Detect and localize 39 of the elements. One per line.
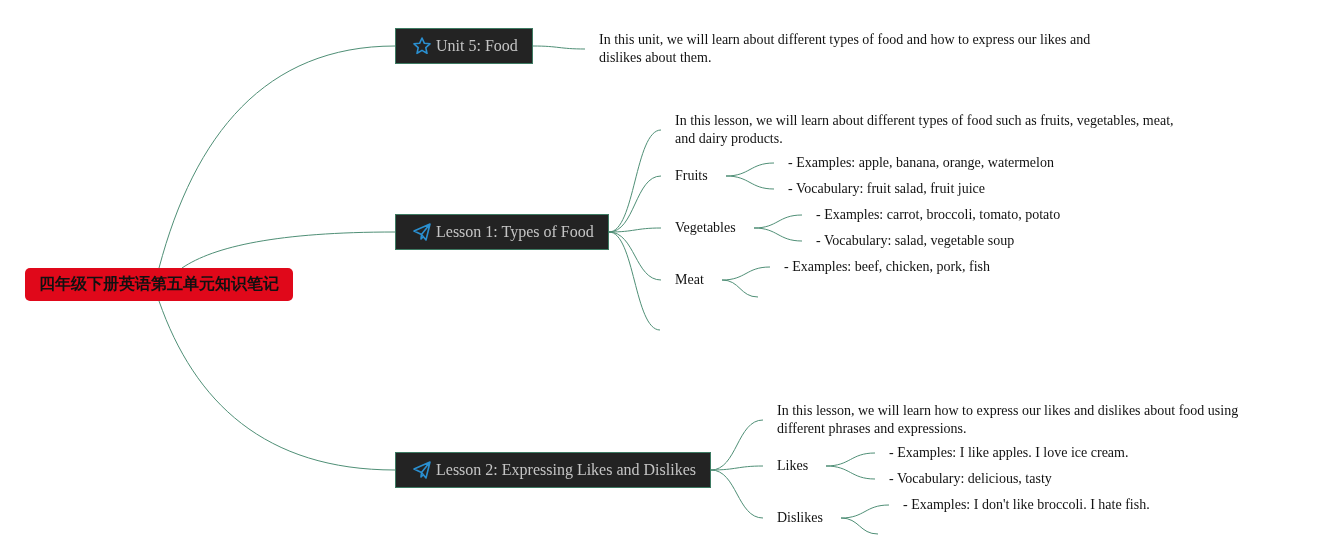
topic-label: Unit 5: Food — [436, 37, 518, 55]
branch-line — [840, 504, 890, 519]
branch-line — [725, 175, 775, 190]
branch-text: In this lesson, we will learn about different types of food such as fruits, vegetables, meat, and dairy products. — [675, 112, 1185, 148]
branch-text: - Examples: beef, chicken, pork, fish — [784, 258, 991, 276]
branch-text: In this lesson, we will learn how to express our likes and dislikes about food using different phrases and expressions. — [777, 402, 1247, 438]
branch-text: Vegetables — [675, 219, 736, 237]
branch-line — [158, 300, 396, 471]
root-topic: 四年级下册英语第五单元知识笔记 — [25, 268, 293, 301]
branch-text: Dislikes — [777, 509, 823, 527]
branch-line — [825, 452, 876, 467]
branch-text: Likes — [777, 457, 809, 475]
branch-line — [725, 162, 775, 177]
branch-text: - Vocabulary: salad, vegetable soup — [816, 232, 1015, 250]
topic-label: Lesson 1: Types of Food — [436, 223, 594, 241]
topic-box — [395, 214, 609, 250]
branch-line — [840, 517, 879, 535]
branch-line — [825, 465, 876, 480]
topic-box — [395, 28, 533, 64]
branch-text: Fruits — [675, 167, 708, 185]
branch-line — [532, 45, 586, 50]
branch-text: - Vocabulary: fruit salad, fruit juice — [788, 180, 985, 198]
branch-line — [710, 469, 764, 519]
topic-box — [395, 452, 711, 488]
topic-label: Lesson 2: Expressing Likes and Dislikes — [436, 461, 696, 479]
branch-line — [721, 266, 771, 281]
branch-line — [710, 465, 764, 471]
branch-text: - Examples: carrot, broccoli, tomato, potato — [816, 206, 1061, 224]
branch-text: Meat — [675, 271, 704, 289]
branch-line — [181, 231, 396, 269]
branch-text: - Examples: I don't like broccoli. I hate fish. — [903, 496, 1150, 514]
branch-text: - Vocabulary: delicious, tasty — [889, 470, 1052, 488]
branch-text: - Examples: apple, banana, orange, watermelon — [788, 154, 1054, 172]
branch-text: In this unit, we will learn about different types of food and how to express our likes and dislikes about them. — [599, 31, 1099, 67]
branch-line — [608, 231, 661, 331]
branch-text: - Examples: I like apples. I love ice cream. — [889, 444, 1129, 462]
branch-line — [721, 279, 759, 298]
branch-line — [158, 45, 396, 269]
branch-line — [753, 227, 803, 242]
